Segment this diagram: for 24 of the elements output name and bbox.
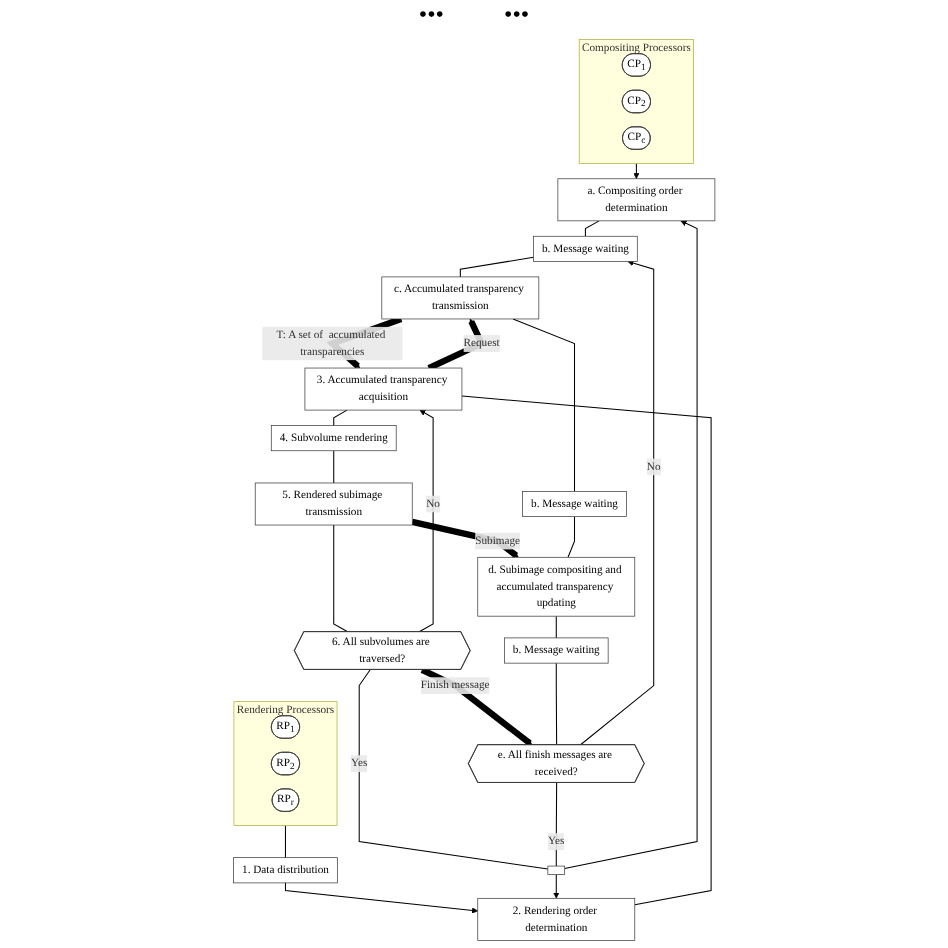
connector <box>584 220 600 237</box>
node-box <box>547 865 565 875</box>
arrow <box>579 260 654 746</box>
connector <box>358 669 549 870</box>
arrow <box>420 666 533 746</box>
connector <box>555 782 557 867</box>
connector <box>459 256 534 278</box>
connector <box>567 516 575 558</box>
arrow <box>427 318 486 371</box>
connector <box>461 395 712 906</box>
arrow <box>417 409 434 633</box>
ellipsis-label: ••• <box>504 0 530 32</box>
arrow <box>284 882 478 914</box>
connector <box>512 318 575 492</box>
connector <box>332 450 334 484</box>
arrow <box>552 873 560 899</box>
connector <box>284 824 286 859</box>
connector <box>332 524 349 633</box>
connector <box>555 662 557 746</box>
connector <box>332 409 348 427</box>
arrow <box>563 220 698 870</box>
arrow <box>633 162 640 180</box>
connector <box>555 615 557 639</box>
ellipsis-label: ••• <box>418 0 444 32</box>
